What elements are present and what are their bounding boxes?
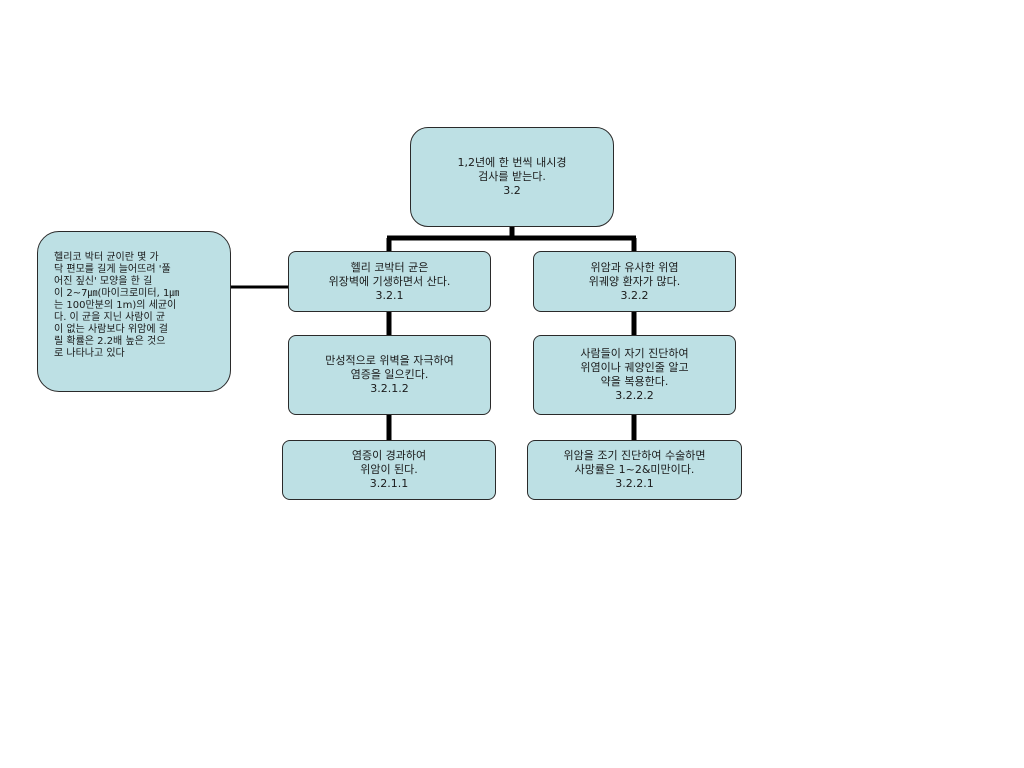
note-helicobacter: 헬리코 박터 균이란 몇 가 닥 편모를 길게 늘어뜨려 '풀 어진 짚신' 모… <box>37 231 231 392</box>
note-line-6: 다. 이 균을 지닌 사람이 균 <box>54 312 166 323</box>
note-line-4: 이 2~7㎛(마이크로미터, 1㎛ <box>54 288 180 299</box>
node-right-2-line-4: 3.2.2.2 <box>615 389 654 402</box>
node-left-3-line-1: 염증이 경과하여 <box>351 449 427 462</box>
node-left-2-line-1: 만성적으로 위벽을 자극하여 <box>325 354 454 367</box>
node-root-line-2: 검사를 받는다. <box>478 170 546 183</box>
note-line-3: 어진 짚신' 모양을 한 길 <box>54 276 153 287</box>
node-left-2-line-2: 염증을 일으킨다. <box>350 368 429 381</box>
node-right-1-line-2: 위궤양 환자가 많다. <box>588 274 681 288</box>
note-line-9: 로 나타나고 있다 <box>54 348 125 359</box>
node-right-1: 위암과 유사한 위염 위궤양 환자가 많다. 3.2.2 <box>533 251 736 312</box>
node-right-1-line-3: 3.2.2 <box>620 288 649 302</box>
node-root-line-3: 3.2 <box>503 184 521 197</box>
node-left-3-line-3: 3.2.1.1 <box>369 477 409 490</box>
node-left-1-line-2: 위장벽에 기생하면서 산다. <box>328 274 451 288</box>
node-left-3-line-2: 위암이 된다. <box>360 463 418 476</box>
node-right-1-line-1: 위암과 유사한 위염 <box>590 260 679 274</box>
note-line-7: 이 없는 사람보다 위암에 걸 <box>54 324 168 335</box>
node-right-3-line-1: 위암을 조기 진단하여 수술하면 <box>563 449 706 462</box>
note-line-8: 릴 확률은 2.2배 높은 것으 <box>54 336 166 347</box>
node-left-1-line-3: 3.2.1 <box>375 288 404 302</box>
node-right-3: 위암을 조기 진단하여 수술하면 사망률은 1~2&미만이다. 3.2.2.1 <box>527 440 742 500</box>
note-line-5: 는 100만분의 1m)의 세균이 <box>54 300 177 311</box>
node-left-2-line-3: 3.2.1.2 <box>370 382 409 395</box>
node-root: 1,2년에 한 번씩 내시경 검사를 받는다. 3.2 <box>410 127 614 227</box>
node-left-1-line-1: 헬리 코박터 균은 <box>350 260 429 274</box>
node-root-line-1: 1,2년에 한 번씩 내시경 <box>457 156 567 169</box>
node-right-2-line-3: 약을 복용한다. <box>600 375 669 388</box>
node-left-1: 헬리 코박터 균은 위장벽에 기생하면서 산다. 3.2.1 <box>288 251 491 312</box>
note-line-2: 닥 편모를 길게 늘어뜨려 '풀 <box>54 264 171 275</box>
node-right-3-line-3: 3.2.2.1 <box>615 477 654 490</box>
note-line-1: 헬리코 박터 균이란 몇 가 <box>54 252 159 263</box>
node-left-3: 염증이 경과하여 위암이 된다. 3.2.1.1 <box>282 440 496 500</box>
node-right-2: 사람들이 자기 진단하여 위염이나 궤양인줄 알고 약을 복용한다. 3.2.2… <box>533 335 736 415</box>
node-right-3-line-2: 사망률은 1~2&미만이다. <box>574 463 695 476</box>
node-right-2-line-1: 사람들이 자기 진단하여 <box>580 347 689 360</box>
node-left-2: 만성적으로 위벽을 자극하여 염증을 일으킨다. 3.2.1.2 <box>288 335 491 415</box>
node-right-2-line-2: 위염이나 궤양인줄 알고 <box>580 361 689 374</box>
